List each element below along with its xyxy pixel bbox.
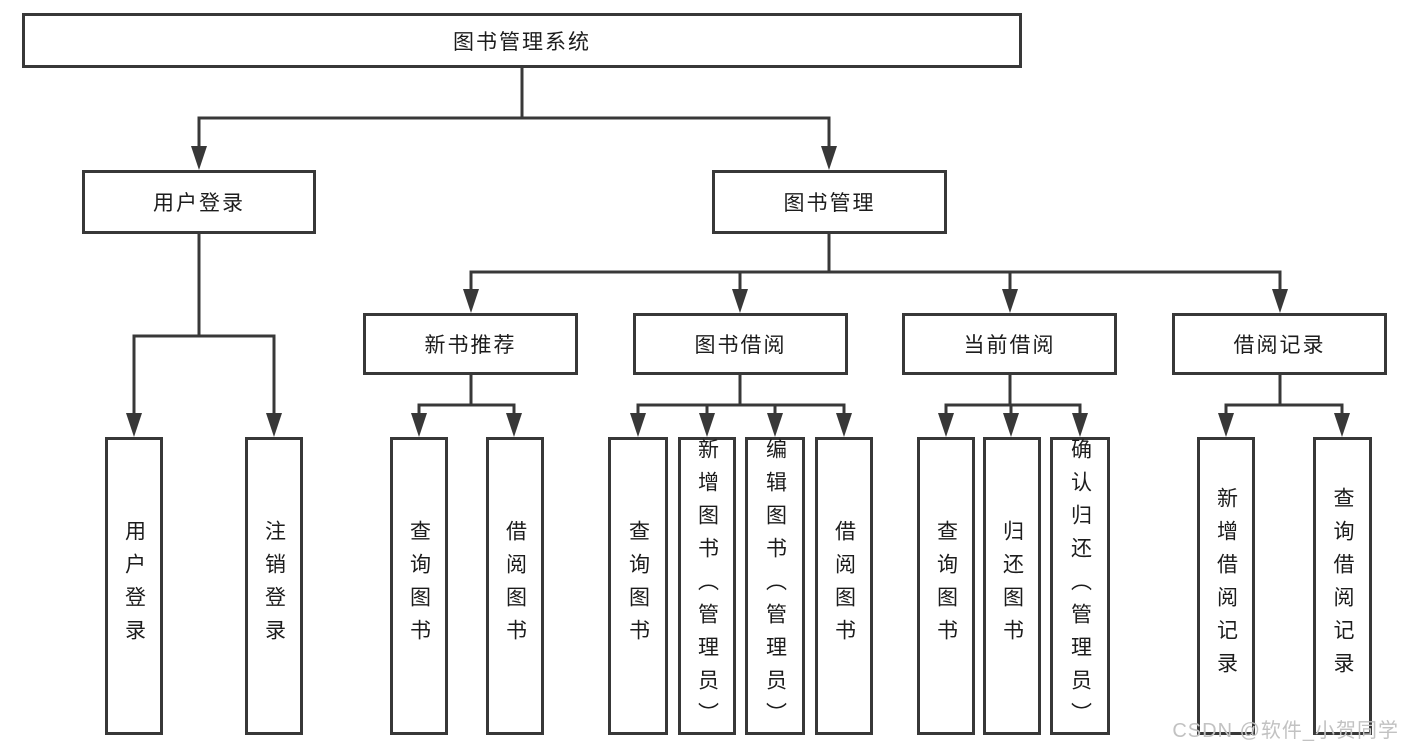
leaf-query-books-borrow-label: 查询图书 bbox=[626, 520, 650, 652]
node-borrow-records: 借阅记录 bbox=[1172, 313, 1387, 375]
leaf-add-borrow-record: 新增借阅记录 bbox=[1197, 437, 1255, 735]
node-borrow-records-label: 借阅记录 bbox=[1233, 334, 1326, 357]
leaf-query-borrow-record-label: 查询借阅记录 bbox=[1331, 487, 1354, 685]
leaf-edit-book-admin-label: 编辑图书（管理员） bbox=[763, 437, 787, 735]
leaf-add-book-admin: 新增图书（管理员） bbox=[678, 437, 736, 735]
leaf-borrow-books: 借阅图书 bbox=[815, 437, 873, 735]
leaf-confirm-return-admin-label: 确认归还（管理员） bbox=[1068, 437, 1092, 735]
leaf-query-books-current-label: 查询图书 bbox=[934, 520, 958, 652]
leaf-query-books-current: 查询图书 bbox=[917, 437, 975, 735]
leaf-confirm-return-admin: 确认归还（管理员） bbox=[1050, 437, 1110, 735]
leaf-borrow-books-label: 借阅图书 bbox=[832, 520, 856, 652]
node-user-login-label: 用户登录 bbox=[153, 192, 245, 215]
node-new-book-recommend: 新书推荐 bbox=[363, 313, 578, 375]
csdn-watermark: CSDN @软件_小贺同学 bbox=[1172, 720, 1399, 742]
leaf-borrow-books-recommend-label: 借阅图书 bbox=[503, 520, 527, 652]
node-book-borrow: 图书借阅 bbox=[633, 313, 848, 375]
node-book-management-label: 图书管理 bbox=[783, 192, 876, 215]
node-book-borrow-label: 图书借阅 bbox=[694, 334, 787, 357]
leaf-add-book-admin-label: 新增图书（管理员） bbox=[695, 437, 719, 735]
node-user-login: 用户登录 bbox=[82, 170, 316, 234]
leaf-return-book: 归还图书 bbox=[983, 437, 1041, 735]
node-new-book-recommend-label: 新书推荐 bbox=[424, 334, 517, 357]
leaf-user-login-label: 用户登录 bbox=[122, 520, 146, 652]
leaf-query-books-recommend: 查询图书 bbox=[390, 437, 448, 735]
node-root: 图书管理系统 bbox=[22, 13, 1022, 68]
node-current-borrow-label: 当前借阅 bbox=[963, 334, 1056, 357]
leaf-add-borrow-record-label: 新增借阅记录 bbox=[1214, 487, 1238, 685]
leaf-query-books-recommend-label: 查询图书 bbox=[407, 520, 431, 652]
node-current-borrow: 当前借阅 bbox=[902, 313, 1117, 375]
node-book-management: 图书管理 bbox=[712, 170, 947, 234]
leaf-user-login: 用户登录 bbox=[105, 437, 163, 735]
leaf-edit-book-admin: 编辑图书（管理员） bbox=[745, 437, 805, 735]
leaf-logout: 注销登录 bbox=[245, 437, 303, 735]
leaf-query-borrow-record: 查询借阅记录 bbox=[1313, 437, 1372, 735]
leaf-query-books-borrow: 查询图书 bbox=[608, 437, 668, 735]
leaf-return-book-label: 归还图书 bbox=[1000, 520, 1024, 652]
leaf-logout-label: 注销登录 bbox=[262, 520, 286, 652]
node-root-label: 图书管理系统 bbox=[453, 30, 591, 54]
leaf-borrow-books-recommend: 借阅图书 bbox=[486, 437, 544, 735]
